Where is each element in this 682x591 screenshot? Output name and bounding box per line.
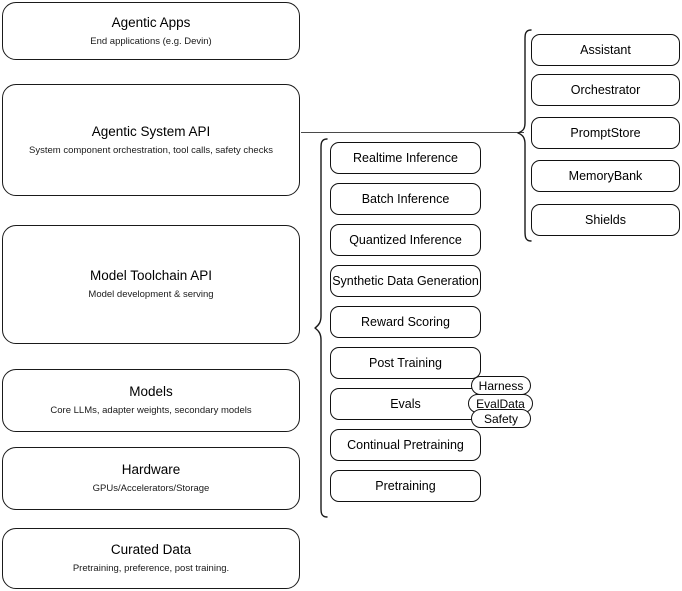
eval-subcomponent-label: EvalData xyxy=(476,396,525,411)
component-label: Assistant xyxy=(580,43,631,57)
layer-box-agentic-system-api[interactable]: Agentic System API System component orch… xyxy=(2,84,300,196)
component-label: Batch Inference xyxy=(361,192,450,206)
component-memorybank[interactable]: MemoryBank xyxy=(531,160,680,192)
brace-agentic-system xyxy=(517,29,532,242)
component-label: MemoryBank xyxy=(568,169,643,183)
eval-subcomponent-label: Safety xyxy=(483,411,519,426)
component-label: Realtime Inference xyxy=(353,151,458,165)
component-shields[interactable]: Shields xyxy=(531,204,680,236)
layer-box-agentic-apps[interactable]: Agentic Apps End applications (e.g. Devi… xyxy=(2,2,300,60)
brace-model-toolchain xyxy=(314,138,328,518)
eval-subcomponent-harness[interactable]: Harness xyxy=(471,376,531,395)
layer-subtitle: End applications (e.g. Devin) xyxy=(90,35,212,47)
eval-subcomponent-evaldata[interactable]: EvalData xyxy=(468,394,533,413)
layer-box-models[interactable]: Models Core LLMs, adapter weights, secon… xyxy=(2,369,300,432)
component-promptstore[interactable]: PromptStore xyxy=(531,117,680,149)
component-pretraining[interactable]: Pretraining xyxy=(330,470,481,502)
layer-box-curated-data[interactable]: Curated Data Pretraining, preference, po… xyxy=(2,528,300,589)
layer-title: Agentic Apps xyxy=(111,14,191,30)
component-label: Pretraining xyxy=(375,479,436,493)
layer-subtitle: GPUs/Accelerators/Storage xyxy=(92,483,210,494)
layer-subtitle: System component orchestration, tool cal… xyxy=(29,144,273,156)
component-assistant[interactable]: Assistant xyxy=(531,34,680,66)
component-label: Evals xyxy=(390,397,421,411)
layer-title: Hardware xyxy=(121,462,181,478)
connector-line-agentic-system xyxy=(301,132,524,134)
component-realtime-inference[interactable]: Realtime Inference xyxy=(330,142,481,174)
layer-subtitle: Pretraining, preference, post training. xyxy=(72,563,230,574)
component-post-training[interactable]: Post Training xyxy=(330,347,481,379)
eval-subcomponent-safety[interactable]: Safety xyxy=(471,409,531,428)
component-label: Quantized Inference xyxy=(349,233,462,247)
component-orchestrator[interactable]: Orchestrator xyxy=(531,74,680,106)
layer-title: Models xyxy=(129,384,173,400)
layer-title: Model Toolchain API xyxy=(89,268,213,284)
component-label: Synthetic Data Generation xyxy=(332,274,479,288)
layer-title: Curated Data xyxy=(110,542,192,558)
component-label: PromptStore xyxy=(570,126,641,140)
layer-subtitle: Core LLMs, adapter weights, secondary mo… xyxy=(50,405,252,416)
component-continual-pretraining[interactable]: Continual Pretraining xyxy=(330,429,481,461)
component-evals[interactable]: Evals xyxy=(330,388,481,420)
component-quantized-inference[interactable]: Quantized Inference xyxy=(330,224,481,256)
component-label: Orchestrator xyxy=(570,83,641,97)
component-label: Reward Scoring xyxy=(361,315,450,329)
layer-box-model-toolchain-api[interactable]: Model Toolchain API Model development & … xyxy=(2,225,300,344)
component-label: Shields xyxy=(585,213,626,227)
eval-subcomponent-label: Harness xyxy=(478,378,524,393)
layer-box-hardware[interactable]: Hardware GPUs/Accelerators/Storage xyxy=(2,447,300,510)
component-synthetic-data-generation[interactable]: Synthetic Data Generation xyxy=(330,265,481,297)
component-batch-inference[interactable]: Batch Inference xyxy=(330,183,481,215)
component-label: Post Training xyxy=(369,356,442,370)
layer-subtitle: Model development & serving xyxy=(88,289,214,300)
layer-title: Agentic System API xyxy=(91,123,211,139)
component-reward-scoring[interactable]: Reward Scoring xyxy=(330,306,481,338)
component-label: Continual Pretraining xyxy=(347,438,464,452)
